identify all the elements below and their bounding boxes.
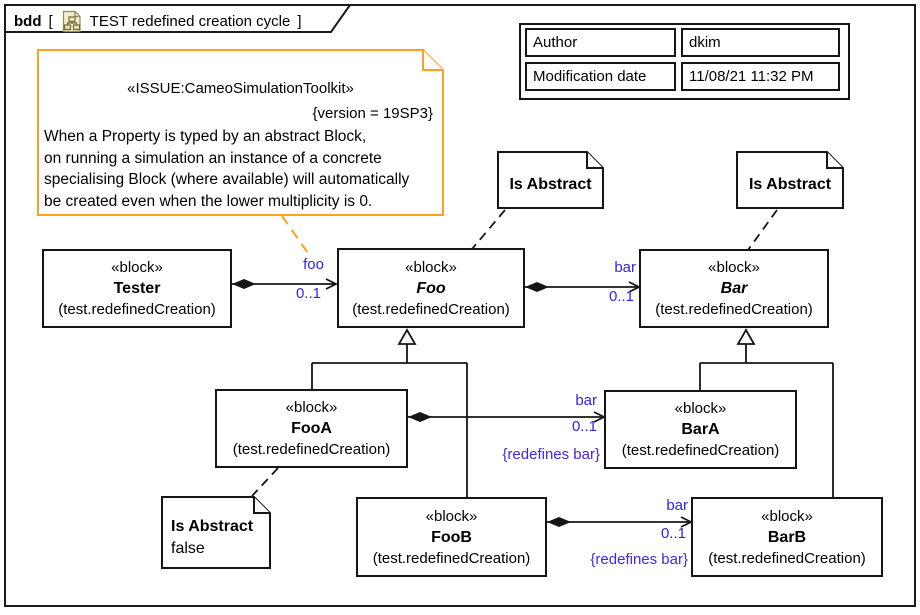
info-moddate-value: 11/08/21 11:32 PM [681,62,840,91]
issue-note-body-line: When a Property is typed by an abstract … [44,128,367,145]
info-author-value: dkim [681,28,840,57]
issue-note-stereotype: «ISSUE:CameoSimulationToolkit» [127,80,354,97]
note-fooa-title: Is Abstract [171,518,254,535]
block-stereotype: «block» [708,259,760,276]
diagram-tab[interactable]: bdd [ TEST redefined creation cycle ] [14,9,302,33]
note-is-abstract-fooa-shape[interactable] [161,496,271,569]
note-fooa-anchor [251,467,279,497]
block-name: BarA [681,421,720,438]
generalization-foo-tree[interactable] [311,328,468,497]
block-package: (test.redefinedCreation) [655,301,813,318]
diagram-tab-shape[interactable] [4,4,352,33]
generalization-triangle [736,328,756,345]
block-foob[interactable]: «block» FooB (test.redefinedCreation) [356,497,547,577]
block-stereotype: «block» [425,507,478,525]
assoc-fooa-bara-constraint[interactable]: {redefines bar} [502,446,600,463]
assoc-fooa-bara-multiplicity[interactable]: 0..1 [571,418,597,435]
block-package: (test.redefinedCreation) [232,441,391,458]
association-tester-foo[interactable] [232,278,339,290]
generalization-bar-tree[interactable] [699,328,834,497]
assoc-fooa-bara-name[interactable]: bar [575,392,597,409]
issue-note-anchor [281,215,311,257]
block-package: (test.redefinedCreation) [58,301,216,318]
block-package: (test.redefinedCreation) [708,549,866,567]
note-is-abstract-fooa-text: Is Abstract false [171,516,253,560]
assoc-tester-foo-name[interactable]: foo [303,256,324,273]
block-stereotype: «block» [111,259,163,276]
issue-note-body: When a Property is typed by an abstract … [44,126,409,212]
block-stereotype: «block» [674,400,727,417]
issue-note-body-line: specialising Block (where available) wil… [44,171,410,188]
block-package: (test.redefinedCreation) [621,442,780,459]
block-name: BarB [767,528,807,546]
composition-diamond [525,282,549,292]
assoc-foob-barb-name[interactable]: bar [666,497,688,514]
note-is-abstract-foo-shape[interactable] [497,151,604,209]
note-is-abstract-bar-text: Is Abstract [748,176,832,193]
block-tester[interactable]: «block» Tester (test.redefinedCreation) [42,249,232,328]
composition-diamond [547,517,571,527]
block-name: Bar [720,280,748,297]
tab-bracket-close: ] [297,12,302,30]
assoc-foob-barb-constraint[interactable]: {redefines bar} [590,551,688,568]
block-foo[interactable]: «block» Foo (test.redefinedCreation) [337,248,525,328]
assoc-foo-bar-name[interactable]: bar [614,259,636,276]
bdd-diagram-icon [62,10,81,32]
issue-note-version: {version = 19SP3} [312,105,433,122]
note-bar-anchor [747,209,778,251]
block-bara[interactable]: «block» BarA (test.redefinedCreation) [604,390,797,469]
composition-diamond [232,279,256,289]
block-bar[interactable]: «block» Bar (test.redefinedCreation) [639,249,829,328]
info-moddate-label: Modification date [525,62,676,91]
issue-note-shape[interactable] [37,49,444,216]
assoc-foo-bar-multiplicity[interactable]: 0..1 [608,288,634,305]
diagram-kind-label: bdd [14,12,42,30]
block-name: FooA [291,420,332,437]
block-name: FooB [431,528,472,546]
generalization-triangle [397,328,417,345]
block-stereotype: «block» [285,399,338,416]
block-barb[interactable]: «block» BarB (test.redefinedCreation) [691,497,883,577]
assoc-tester-foo-multiplicity[interactable]: 0..1 [295,285,321,302]
composition-diamond [408,412,432,422]
block-stereotype: «block» [405,258,457,276]
block-package: (test.redefinedCreation) [372,549,531,567]
note-fooa-value: false [171,540,205,557]
diagram-title: TEST redefined creation cycle [89,12,291,30]
block-name: Tester [113,280,161,297]
issue-note-body-line: be created even when the lower multiplic… [44,192,373,210]
note-is-abstract-bar-shape[interactable] [736,151,844,209]
block-name: Foo [416,279,446,297]
block-stereotype: «block» [761,507,813,525]
block-package: (test.redefinedCreation) [352,300,510,318]
arrowhead [325,278,339,290]
assoc-foob-barb-multiplicity[interactable]: 0..1 [660,525,686,542]
note-foo-anchor [471,209,506,250]
issue-note-body-line: on running a simulation an instance of a… [44,149,382,167]
block-fooa[interactable]: «block» FooA (test.redefinedCreation) [215,389,408,468]
tab-bracket-open: [ [48,12,53,30]
note-is-abstract-foo-text: Is Abstract [509,176,592,193]
info-author-label: Author [525,28,676,57]
